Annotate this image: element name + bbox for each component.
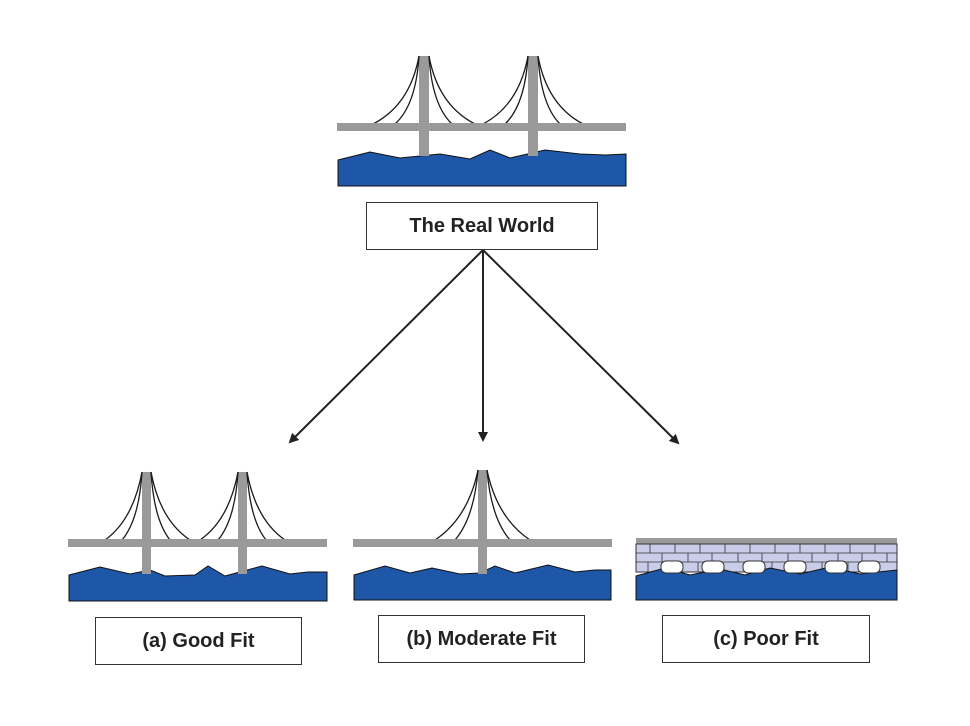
bridge-cables xyxy=(104,471,286,541)
water xyxy=(68,565,328,602)
label-moderate-fit: (b) Moderate Fit xyxy=(378,615,585,663)
real-world-bridge-icon xyxy=(337,55,627,187)
water xyxy=(337,149,627,187)
bridge-deck xyxy=(337,123,626,131)
water xyxy=(353,564,612,601)
bridge-deck xyxy=(636,538,897,544)
label-the-real-world: The Real World xyxy=(366,202,598,250)
label-good-fit: (a) Good Fit xyxy=(95,617,302,665)
arrow-to-poor-fit xyxy=(482,249,680,445)
good-fit-bridge-icon xyxy=(68,471,328,602)
poor-fit-bridge-icon xyxy=(635,538,898,601)
bridge-cables xyxy=(372,55,584,125)
bridge-cables xyxy=(434,469,531,541)
bridge-tower xyxy=(238,472,247,574)
bridge-tower xyxy=(478,470,487,574)
arrow-to-good-fit xyxy=(288,249,484,444)
bridge-deck xyxy=(353,539,612,547)
moderate-fit-bridge-icon xyxy=(353,469,612,601)
label-poor-fit: (c) Poor Fit xyxy=(662,615,870,663)
bridge-deck xyxy=(68,539,327,547)
water xyxy=(635,566,898,601)
bridge-arches xyxy=(660,560,881,574)
bridge-tower xyxy=(419,56,429,156)
bridge-tower xyxy=(142,472,151,574)
arrows xyxy=(288,249,680,445)
bridge-tower xyxy=(528,56,538,156)
